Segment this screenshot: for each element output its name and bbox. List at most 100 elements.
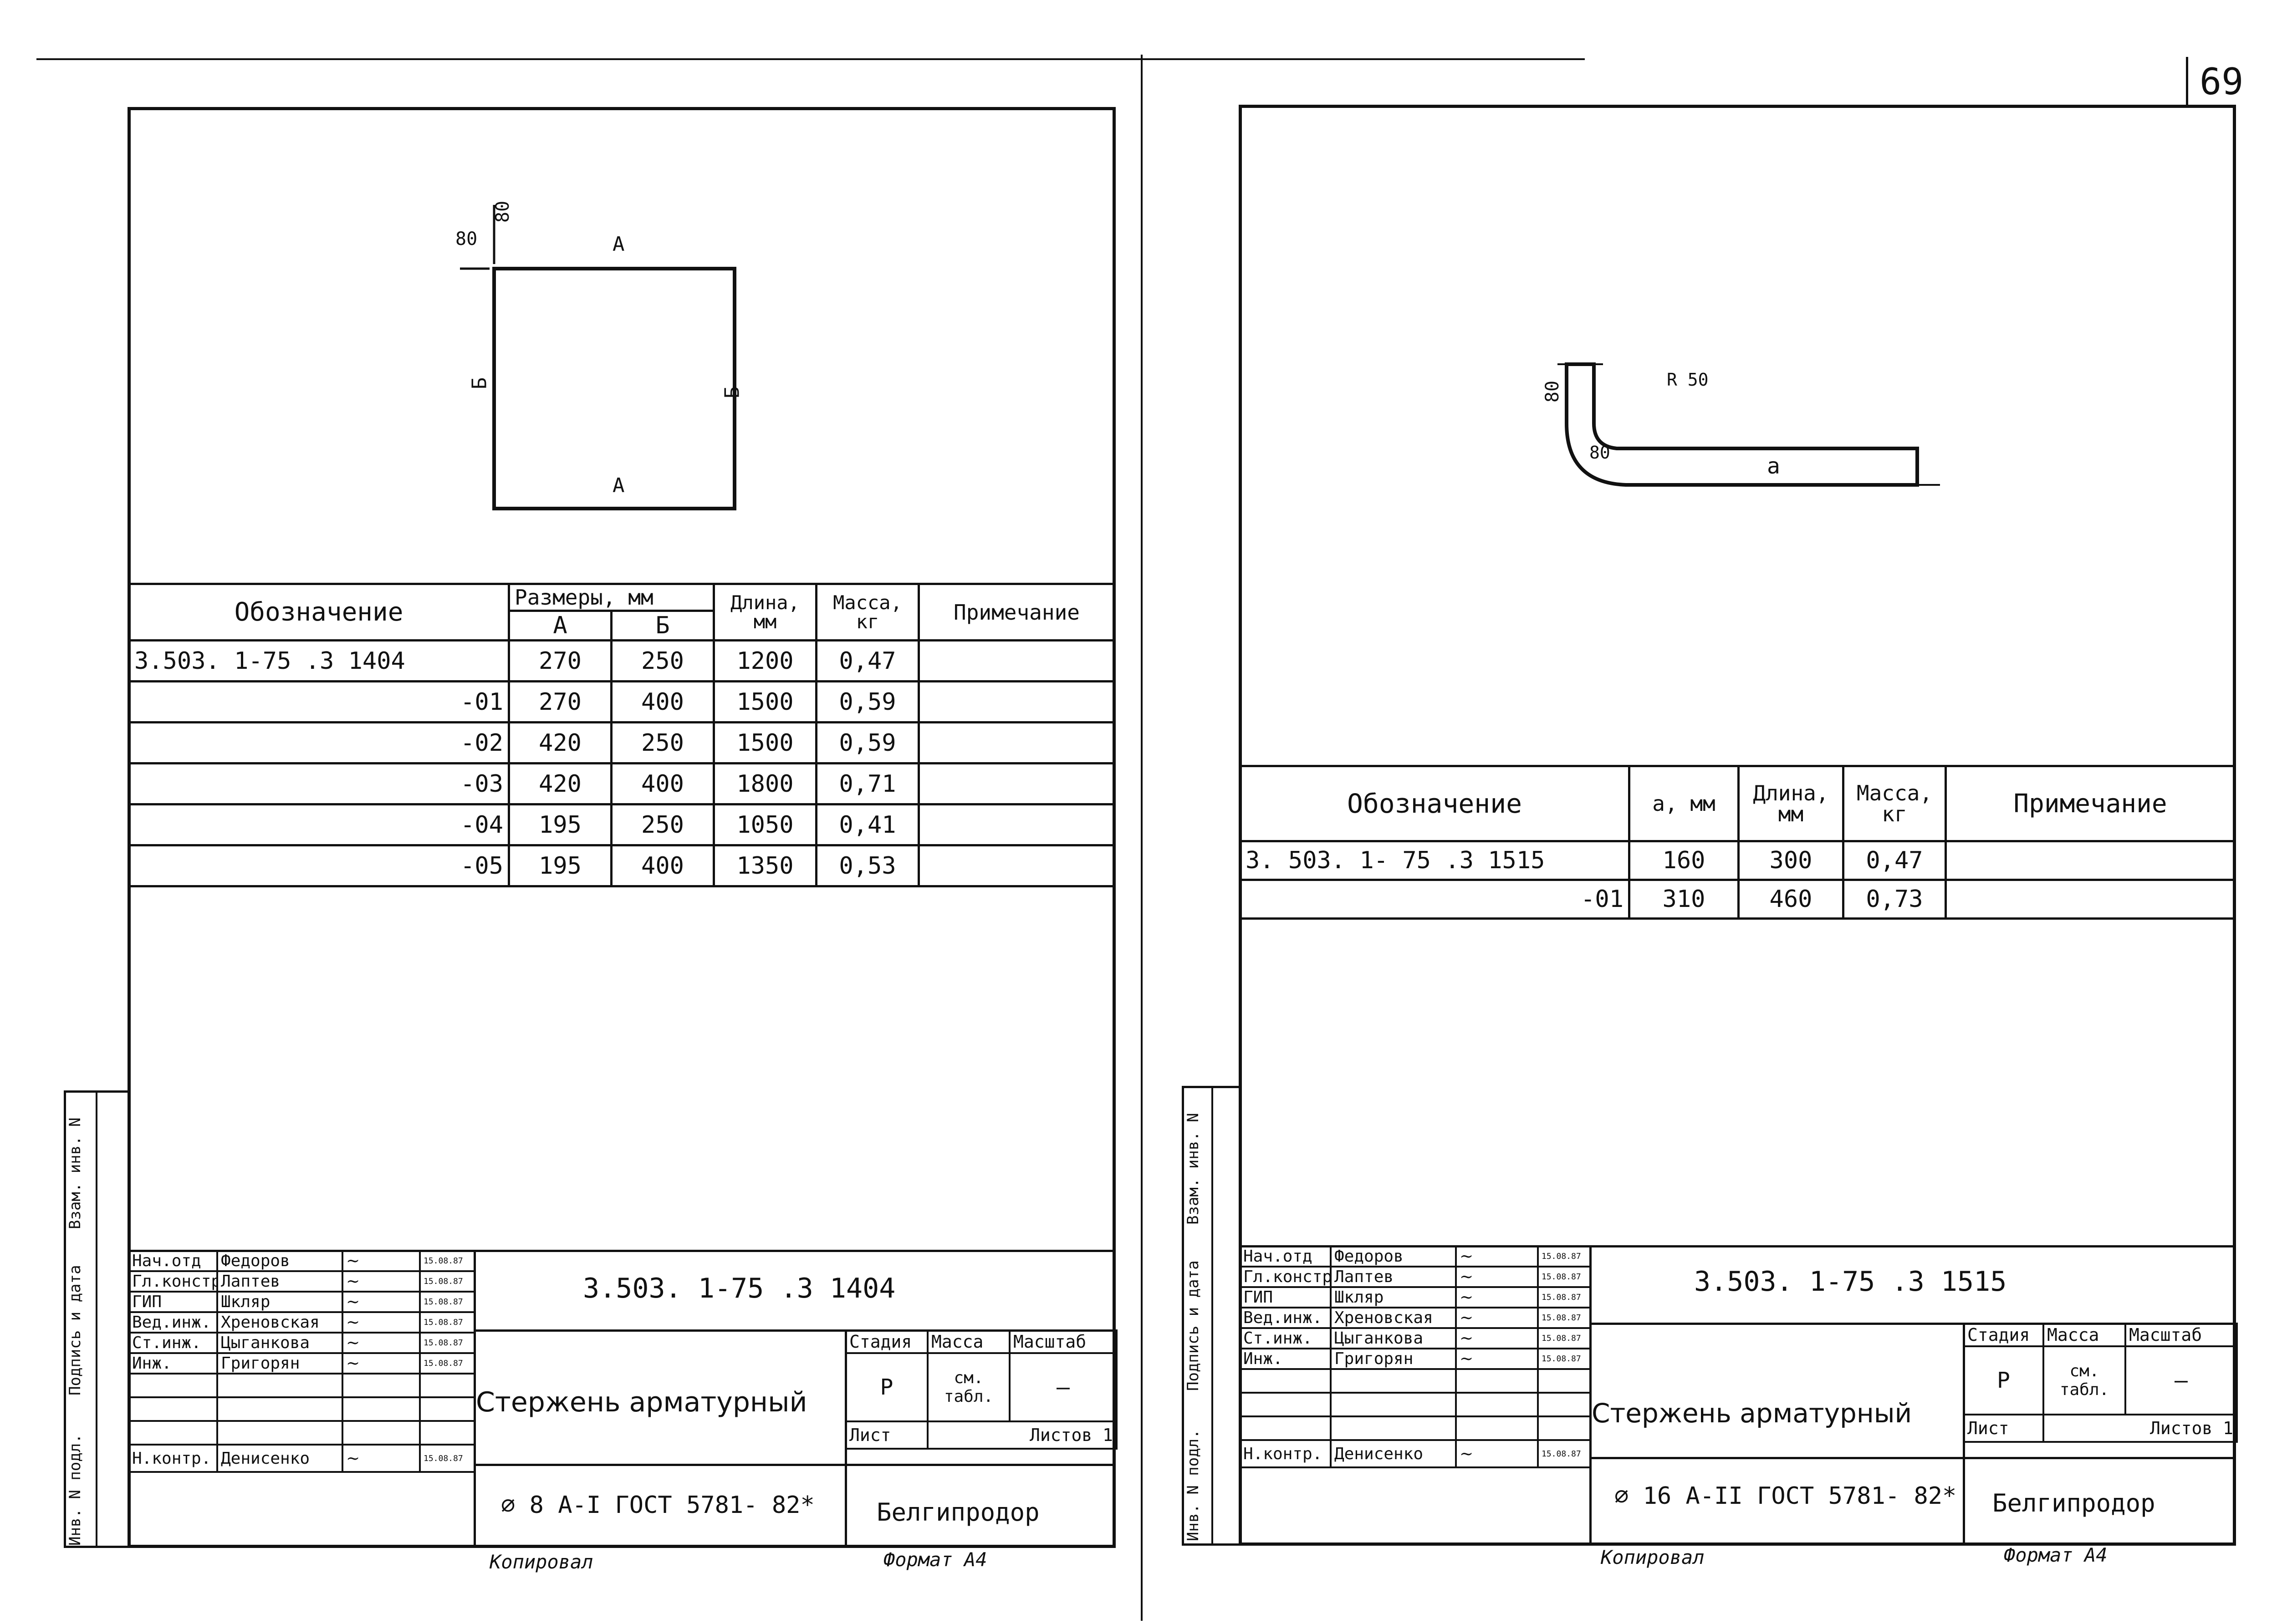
- left-tb-mid2: [474, 1464, 1116, 1466]
- cell-name: Лаптев: [1330, 1266, 1457, 1288]
- cell-role: ГИП: [128, 1291, 218, 1313]
- center-divider: [1141, 55, 1143, 1621]
- stage-value: Р: [1963, 1345, 2044, 1415]
- cell-designation: 3.503. 1-75 .3 1404: [128, 639, 510, 682]
- right-subtitle: ⌀ 16 A-II ГОСТ 5781- 82*: [1614, 1482, 1957, 1510]
- table-row: -04 195 250 1050 0,41: [128, 803, 1116, 846]
- cell-date: 15.08.87: [419, 1270, 475, 1293]
- table-row: Нач.отд Федоров ~ 15.08.87: [1239, 1245, 1591, 1268]
- right-dim-horiz: а: [1767, 453, 1780, 479]
- cell-date: 15.08.87: [1537, 1245, 1591, 1268]
- cell-role: Гл.констр: [128, 1270, 218, 1293]
- table-row: Инж. Григорян ~ 15.08.87: [1239, 1348, 1591, 1370]
- cell-role: Ст.инж.: [128, 1332, 218, 1354]
- cell-a: 195: [508, 803, 613, 846]
- left-h-designation: Обозначение: [128, 583, 510, 641]
- right-tb-divider: [1589, 1245, 1592, 1546]
- cell-note: [918, 762, 1116, 805]
- left-people-table: Нач.отд Федоров ~ 15.08.87 Гл.констр Лап…: [128, 1250, 475, 1473]
- table-row: Гл.констр Лаптев ~ 15.08.87: [1239, 1266, 1591, 1288]
- cell-date: 15.08.87: [1537, 1439, 1591, 1468]
- signature: ~: [1455, 1266, 1539, 1288]
- cell-role: Н.контр.: [1239, 1439, 1332, 1468]
- table-row: [128, 1373, 475, 1398]
- cell-role: ГИП: [1239, 1286, 1332, 1308]
- table-row: Ст.инж. Цыганкова ~ 15.08.87: [128, 1332, 475, 1354]
- right-side-strip-divider: [1211, 1086, 1213, 1546]
- table-row: 3. 503. 1- 75 .3 1515 160 300 0,47: [1239, 840, 2236, 881]
- cell-name: Хреновская: [1330, 1307, 1457, 1329]
- table-row: [1239, 1368, 1591, 1394]
- table-row: -01 270 400 1500 0,59: [128, 680, 1116, 723]
- left-org: Белгипродор: [877, 1498, 1040, 1527]
- right-stage-table: Стадия Масса Масштаб Р см. табл. — Лист …: [1963, 1323, 2238, 1443]
- cell-name: Федоров: [216, 1250, 343, 1272]
- left-tb-divider: [474, 1250, 476, 1548]
- cell-mass: 0,53: [815, 844, 920, 887]
- mass-label: Масса: [927, 1329, 1011, 1354]
- signature: ~: [1455, 1439, 1539, 1468]
- right-title: Стержень арматурный: [1592, 1398, 1912, 1429]
- cell-designation: -01: [128, 680, 510, 723]
- stage-label: Стадия: [1963, 1323, 2044, 1347]
- cell-name: Шкляр: [1330, 1286, 1457, 1308]
- table-row: [1239, 1392, 1591, 1417]
- left-h-a: А: [508, 610, 613, 641]
- cell-date: 15.08.87: [1537, 1327, 1591, 1349]
- left-side-strip-divider: [96, 1090, 97, 1548]
- right-h-length: Длина, мм: [1737, 765, 1844, 842]
- right-dim-corner: 80: [1589, 443, 1610, 463]
- signature: ~: [342, 1291, 421, 1313]
- left-tb-mid1: [474, 1329, 1116, 1332]
- cell-note: [1945, 840, 2236, 881]
- cell-mass: 0,47: [815, 639, 920, 682]
- signature: ~: [342, 1311, 421, 1334]
- cell-role: Н.контр.: [128, 1444, 218, 1473]
- table-row: Инж. Григорян ~ 15.08.87: [128, 1352, 475, 1375]
- cell-note: [918, 803, 1116, 846]
- cell-name: Хреновская: [216, 1311, 343, 1334]
- cell-a: 270: [508, 680, 613, 723]
- cell-b: 400: [610, 844, 715, 887]
- left-side-label-sign: Подпись и дата: [66, 1265, 84, 1395]
- table-row: -05 195 400 1350 0,53: [128, 844, 1116, 887]
- sheets-label: Листов 1: [927, 1420, 1118, 1450]
- mass-value: см. табл.: [927, 1352, 1011, 1422]
- right-h-a: а, мм: [1628, 765, 1740, 842]
- left-label-bottom: А: [613, 474, 625, 497]
- cell-length: 1500: [713, 680, 817, 723]
- signature: ~: [342, 1352, 421, 1375]
- right-dim-vert: 80: [1542, 380, 1563, 403]
- cell-role: Вед.инж.: [128, 1311, 218, 1334]
- cell-date: 15.08.87: [419, 1332, 475, 1354]
- cell-length: 460: [1737, 879, 1844, 920]
- left-tb-top: [128, 1250, 1116, 1252]
- cell-name: Лаптев: [216, 1270, 343, 1293]
- cell-name: Шкляр: [216, 1291, 343, 1313]
- scale-value: —: [2124, 1345, 2238, 1415]
- table-row: Н.контр. Денисенко ~ 15.08.87: [128, 1444, 475, 1473]
- right-side-label-sign: Подпись и дата: [1184, 1260, 1202, 1391]
- cell-note: [1945, 879, 2236, 920]
- right-spec-table: Обозначение а, мм Длина, мм Масса, кг Пр…: [1239, 765, 2236, 920]
- left-dim-top2: 80: [492, 200, 514, 223]
- right-side-label-inv: Инв. N подл.: [1184, 1429, 1202, 1541]
- cell-a: 310: [1628, 879, 1740, 920]
- left-h-note: Примечание: [918, 583, 1116, 641]
- signature: ~: [1455, 1286, 1539, 1308]
- right-people-table: Нач.отд Федоров ~ 15.08.87 Гл.констр Лап…: [1239, 1245, 1591, 1468]
- left-label-left: Б: [468, 377, 491, 390]
- signature: ~: [342, 1250, 421, 1272]
- cell-b: 250: [610, 639, 715, 682]
- left-stage-table: Стадия Масса Масштаб Р см. табл. — Лист …: [845, 1329, 1118, 1450]
- top-rule: [36, 58, 1585, 60]
- right-h-note: Примечание: [1945, 765, 2236, 842]
- table-row: Гл.констр Лаптев ~ 15.08.87: [128, 1270, 475, 1293]
- sheet-label: Лист: [1963, 1414, 2044, 1443]
- page-number: 69: [2200, 61, 2244, 103]
- mass-value: см. табл.: [2042, 1345, 2126, 1415]
- cell-date: 15.08.87: [1537, 1266, 1591, 1288]
- cell-note: [918, 639, 1116, 682]
- table-row: [128, 1420, 475, 1446]
- signature: ~: [342, 1270, 421, 1293]
